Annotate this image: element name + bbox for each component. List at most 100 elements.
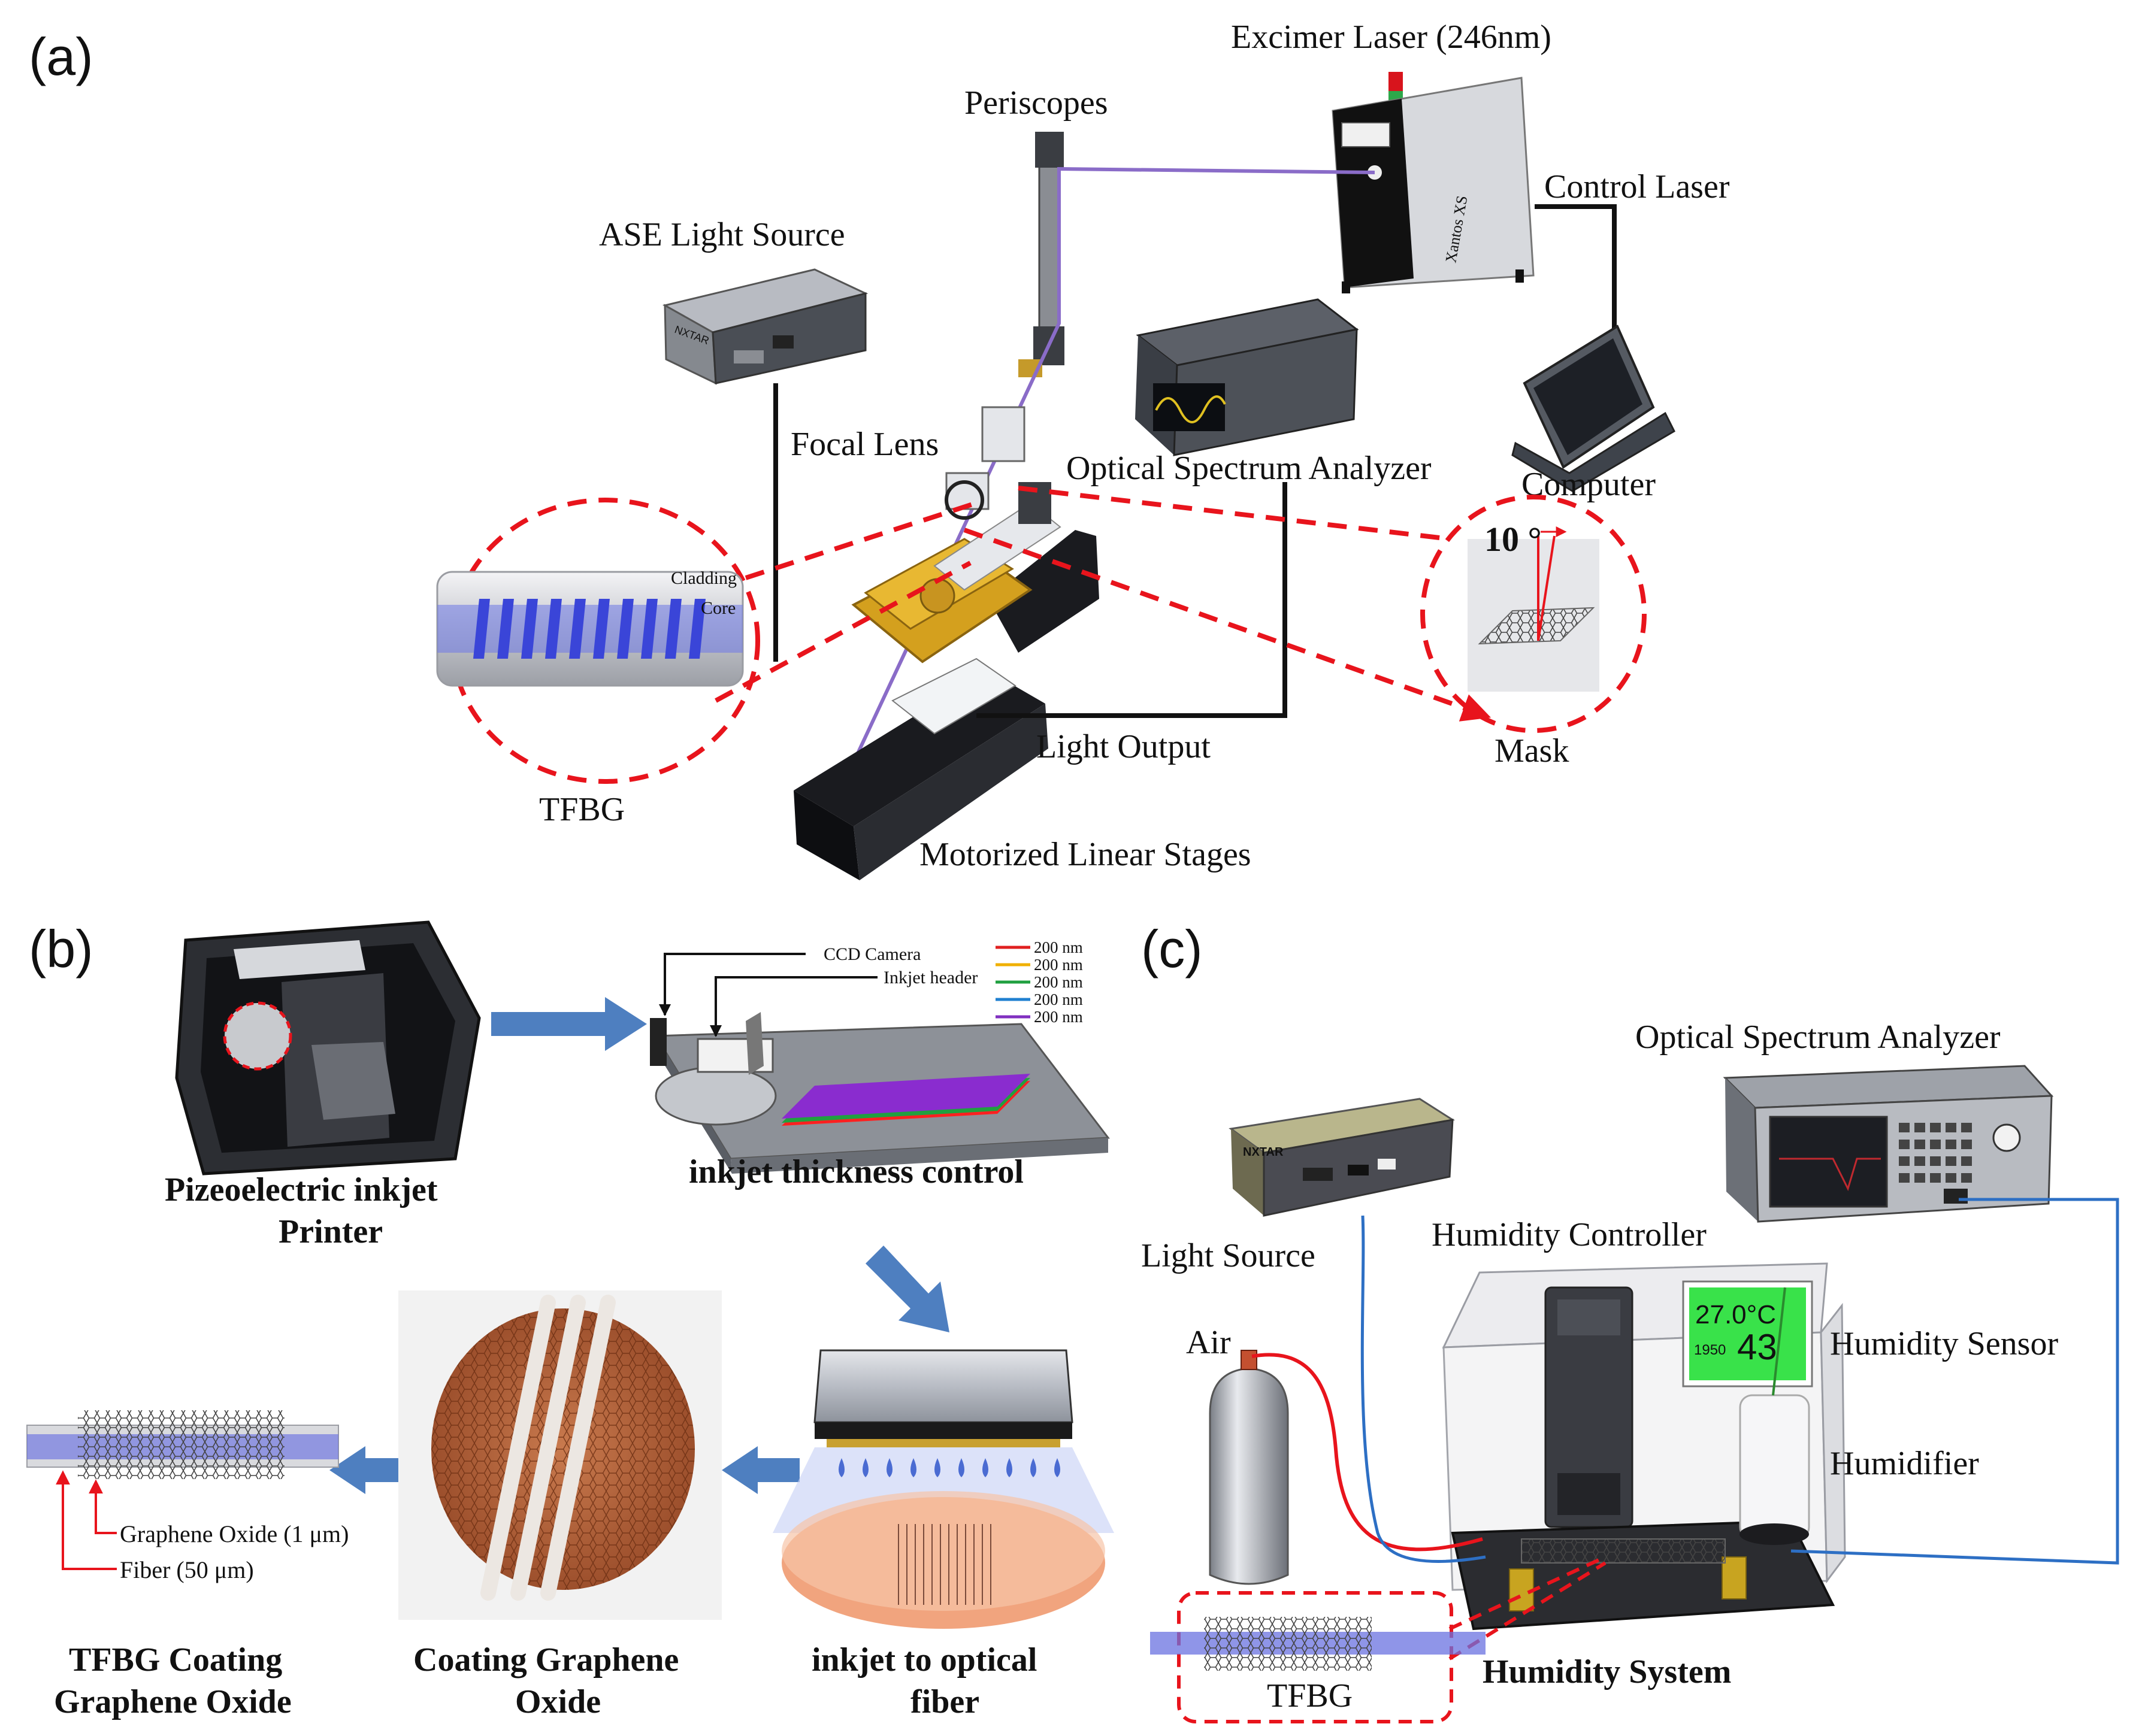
light-output-wire <box>976 482 1287 718</box>
ase-brand-c: NXTAR <box>1243 1146 1284 1159</box>
label-tfbg-a: TFBG <box>539 791 625 828</box>
grating-line <box>545 599 562 659</box>
osa-key <box>1899 1156 1910 1166</box>
osa-a <box>1135 298 1359 456</box>
arrow-b-1 <box>491 997 647 1051</box>
osa-key <box>1961 1140 1972 1149</box>
grating-line <box>665 599 682 659</box>
layer-label: 200 nm <box>1034 956 1083 974</box>
thickness-control-bench <box>650 1012 1110 1174</box>
osa-key <box>1914 1140 1925 1149</box>
grating-line <box>689 599 706 659</box>
label-graphene-oxide: Graphene Oxide (1 μm) <box>120 1520 349 1547</box>
label-thickness-control: inkjet thickness control <box>689 1153 1024 1190</box>
label-focal-lens: Focal Lens <box>791 426 939 463</box>
printer-zoom-circle <box>223 1001 292 1071</box>
osa-key <box>1946 1173 1956 1183</box>
label-excimer-laser: Excimer Laser (246nm) <box>1231 19 1551 56</box>
osa-key <box>1946 1123 1956 1132</box>
label-angle: 10 ° <box>1484 520 1542 559</box>
mask-detail <box>1468 526 1599 692</box>
air-hose <box>1251 1353 1483 1552</box>
ink-droplet <box>887 1458 893 1477</box>
label-printer-2: Printer <box>279 1213 383 1250</box>
label-inkjet-fiber-2: fiber <box>910 1683 979 1720</box>
osa-key <box>1961 1173 1972 1183</box>
label-mask: Mask <box>1495 732 1569 769</box>
grating-line <box>569 599 586 659</box>
osa-key <box>1930 1156 1941 1166</box>
arrow-b-4 <box>329 1446 407 1494</box>
osa-key <box>1961 1123 1972 1132</box>
arrow-b-2 <box>866 1246 949 1332</box>
label-humidity-sensor: Humidity Sensor <box>1830 1325 2058 1362</box>
ink-droplet <box>958 1458 964 1477</box>
label-control-laser: Control Laser <box>1544 168 1730 205</box>
ase-light-source-a: NXTAR <box>662 268 869 385</box>
graphene-wafer <box>398 1290 722 1620</box>
osa-c <box>1723 1065 2054 1223</box>
ink-droplet <box>910 1458 916 1477</box>
humidity-chamber <box>1442 1262 1846 1631</box>
osa-key <box>1899 1173 1910 1183</box>
ink-droplet <box>1054 1458 1060 1477</box>
label-ase-light-source: ASE Light Source <box>599 216 845 253</box>
panel-label-a: (a) <box>29 27 93 86</box>
label-periscopes: Periscopes <box>964 84 1108 122</box>
layer-label: 200 nm <box>1034 1008 1083 1026</box>
layer-label: 200 nm <box>1034 990 1083 1008</box>
inkjet-printer <box>175 920 481 1175</box>
pointer-fiber <box>56 1470 117 1570</box>
focal-lens-mount <box>945 406 1025 510</box>
mask-zoom-circle <box>1420 495 1647 733</box>
label-tfbg-c: TFBG <box>1267 1677 1353 1714</box>
layer-label: 200 nm <box>1034 938 1083 956</box>
label-core: Core <box>701 598 736 618</box>
label-inkjet-fiber-1: inkjet to optical <box>812 1641 1037 1679</box>
label-humidifier: Humidifier <box>1830 1445 1979 1482</box>
ink-droplet <box>982 1458 988 1477</box>
label-light-source-c: Light Source <box>1141 1237 1315 1274</box>
osa-key <box>1930 1123 1941 1132</box>
label-cladding: Cladding <box>671 568 737 588</box>
coated-fiber <box>480 1295 556 1601</box>
grating-line <box>521 599 538 659</box>
control-laser-wire <box>1535 204 1617 332</box>
tfbg-fiber-c <box>1150 1617 1486 1671</box>
label-motorized-linear-stages: Motorized Linear Stages <box>919 836 1251 873</box>
label-tfbg-coat-1: TFBG Coating <box>69 1641 282 1679</box>
osa-key <box>1961 1156 1972 1166</box>
label-osa-a: Optical Spectrum Analyzer <box>1066 450 1432 487</box>
osa-key <box>1930 1173 1941 1183</box>
air-cylinder <box>1209 1350 1289 1585</box>
panel-label-b: (b) <box>29 919 93 978</box>
osa-key <box>1914 1156 1925 1166</box>
light-source-fiber <box>1360 1215 1486 1564</box>
tfbg-zoom-circle <box>450 498 760 784</box>
osa-key <box>1914 1123 1925 1132</box>
panel-label-c: (c) <box>1141 919 1203 978</box>
tfbg-coated-fiber <box>26 1410 339 1479</box>
ase-light-source-c: NXTAR <box>1229 1098 1456 1217</box>
label-ccd-camera: CCD Camera <box>824 944 921 964</box>
ink-droplet <box>1006 1458 1012 1477</box>
zoom-line-tfbg-1 <box>745 501 978 580</box>
osa-key <box>1899 1140 1910 1149</box>
grating-line <box>641 599 658 659</box>
pointer-inkjet-header <box>710 976 878 1037</box>
label-tfbg-coat-2: Graphene Oxide <box>54 1683 292 1720</box>
osa-fiber <box>1790 1198 2119 1565</box>
layer-label: 200 nm <box>1034 973 1083 991</box>
label-coating-2: Oxide <box>515 1683 601 1720</box>
ink-droplet <box>863 1458 869 1477</box>
tfbg-fiber-a <box>436 571 744 687</box>
ink-droplet <box>1030 1458 1036 1477</box>
grating-line <box>497 599 514 659</box>
osa-key <box>1946 1140 1956 1149</box>
arrow-b-3 <box>722 1446 800 1494</box>
osa-key <box>1946 1156 1956 1166</box>
grating-line <box>593 599 610 659</box>
osa-key <box>1899 1123 1910 1132</box>
